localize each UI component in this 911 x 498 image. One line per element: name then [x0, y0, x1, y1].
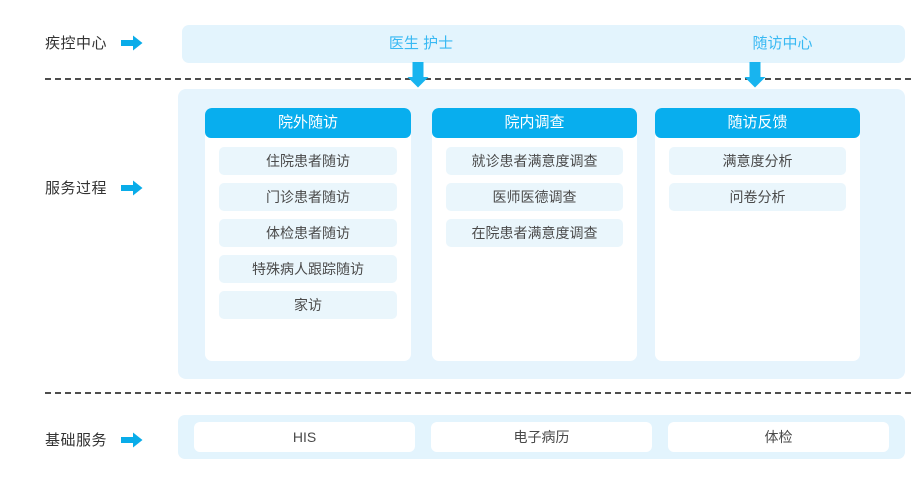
service-process-panel: 院外随访 住院患者随访 门诊患者随访 体检患者随访 特殊病人跟踪随访 家访 院内…	[178, 89, 905, 379]
base-service-emr[interactable]: 电子病历	[431, 422, 652, 452]
row-label-base-services-text: 基础服务	[45, 432, 108, 449]
arrow-right-icon	[121, 432, 143, 448]
list-item[interactable]: 门诊患者随访	[219, 183, 397, 211]
list-item[interactable]: 特殊病人跟踪随访	[219, 255, 397, 283]
base-service-his[interactable]: HIS	[194, 422, 415, 452]
arrow-right-icon	[121, 180, 143, 196]
list-item[interactable]: 家访	[219, 291, 397, 319]
service-column-items: 满意度分析 问卷分析	[655, 138, 860, 211]
down-arrow-followup-center	[744, 62, 766, 88]
divider-top	[45, 78, 911, 80]
down-arrow-doctors-nurses	[407, 62, 429, 88]
top-band: 医生 护士 随访中心	[182, 25, 905, 63]
list-item[interactable]: 就诊患者满意度调查	[446, 147, 623, 175]
service-column-header[interactable]: 随访反馈	[655, 108, 860, 138]
list-item[interactable]: 在院患者满意度调查	[446, 219, 623, 247]
row-label-cdc-text: 疾控中心	[45, 35, 108, 52]
row-label-service-process-text: 服务过程	[45, 180, 108, 197]
row-label-cdc: 疾控中心	[45, 32, 143, 53]
service-column-outpatient-followup: 院外随访 住院患者随访 门诊患者随访 体检患者随访 特殊病人跟踪随访 家访	[205, 108, 411, 361]
divider-bottom	[45, 392, 911, 394]
row-label-service-process: 服务过程	[45, 177, 143, 198]
arrow-right-icon	[121, 35, 143, 51]
service-column-items: 就诊患者满意度调查 医师医德调查 在院患者满意度调查	[432, 138, 637, 247]
top-cell-doctors-nurses[interactable]: 医生 护士	[388, 35, 454, 52]
list-item[interactable]: 问卷分析	[669, 183, 846, 211]
service-column-items: 住院患者随访 门诊患者随访 体检患者随访 特殊病人跟踪随访 家访	[205, 138, 411, 319]
list-item[interactable]: 医师医德调查	[446, 183, 623, 211]
list-item[interactable]: 体检患者随访	[219, 219, 397, 247]
service-column-inhospital-survey: 院内调查 就诊患者满意度调查 医师医德调查 在院患者满意度调查	[432, 108, 637, 361]
list-item[interactable]: 满意度分析	[669, 147, 846, 175]
service-column-followup-feedback: 随访反馈 满意度分析 问卷分析	[655, 108, 860, 361]
service-column-header[interactable]: 院内调查	[432, 108, 637, 138]
service-column-header[interactable]: 院外随访	[205, 108, 411, 138]
base-services-band: HIS 电子病历 体检	[178, 415, 905, 459]
top-cell-followup-center[interactable]: 随访中心	[752, 35, 813, 52]
list-item[interactable]: 住院患者随访	[219, 147, 397, 175]
row-label-base-services: 基础服务	[45, 429, 143, 450]
base-service-physical-exam[interactable]: 体检	[668, 422, 889, 452]
